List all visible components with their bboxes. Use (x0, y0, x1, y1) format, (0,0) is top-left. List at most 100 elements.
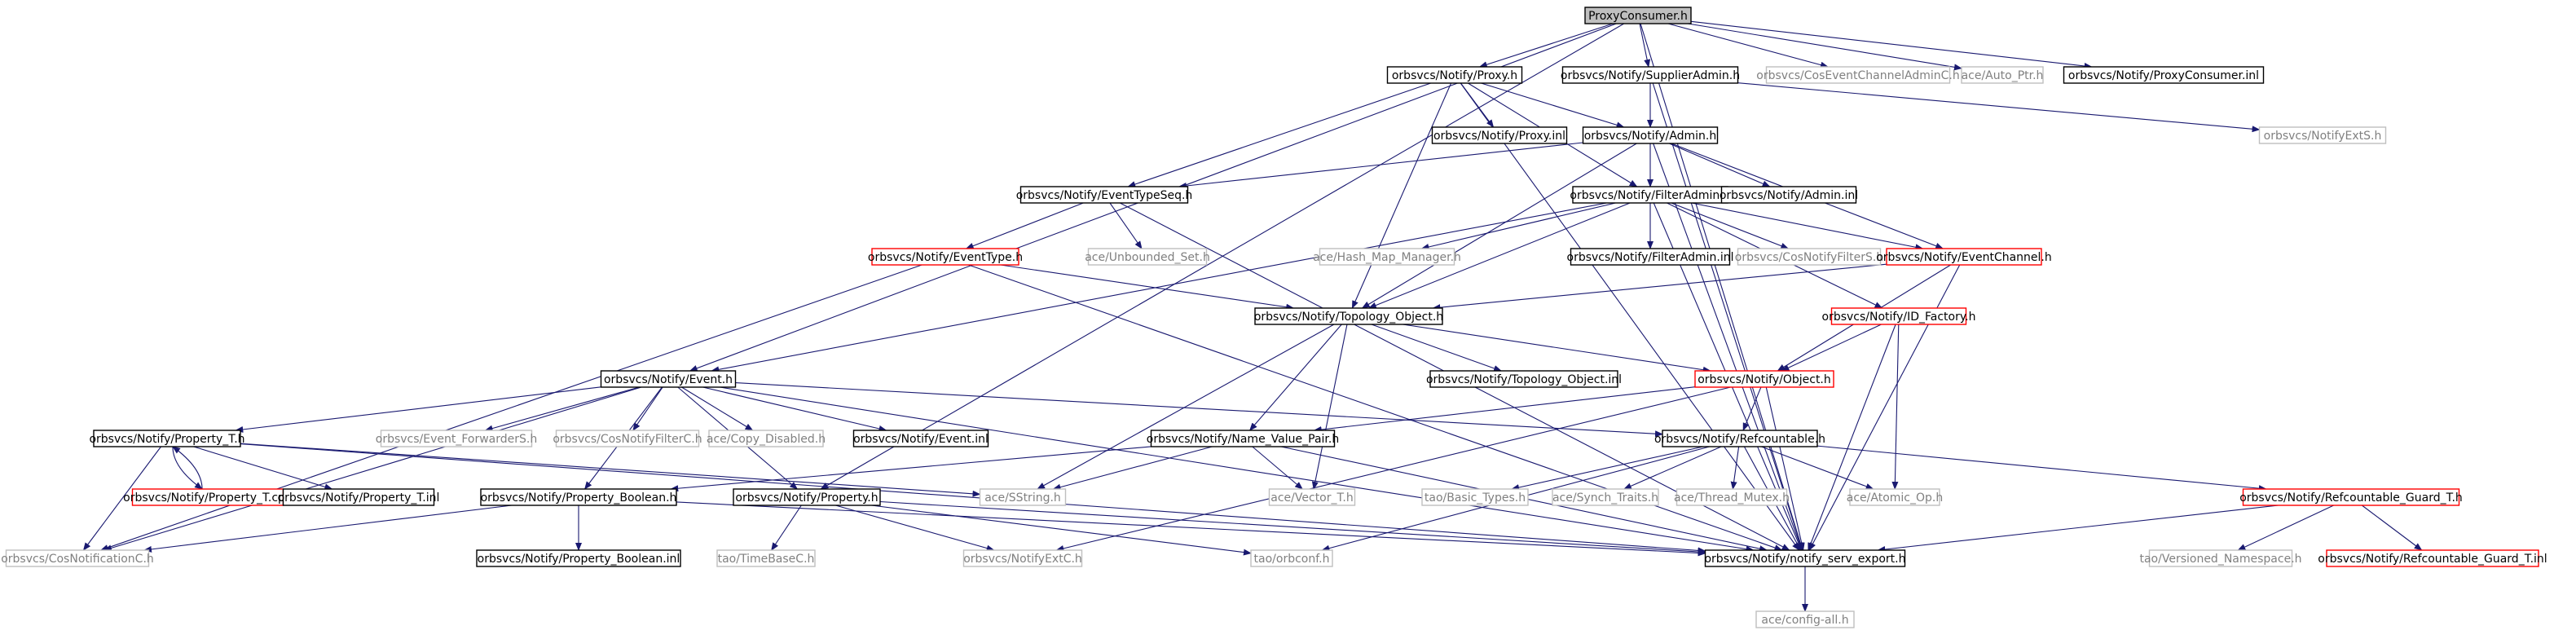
node-box (1150, 430, 1336, 447)
node-box (1570, 248, 1731, 266)
node-eventchannel[interactable]: orbsvcs/Notify/EventChannel.h (1876, 248, 2052, 266)
edge-propertyt-to-cosnotificationc (82, 446, 161, 551)
node-topologyobjectinl[interactable]: orbsvcs/Notify/Topology_Object.inl (1426, 370, 1622, 388)
node-box (2258, 126, 2387, 144)
node-admin[interactable]: orbsvcs/Notify/Admin.h (1582, 126, 1719, 144)
node-hashmapmanager[interactable]: ace/Hash_Map_Manager.h (1313, 248, 1461, 266)
node-sstring[interactable]: ace/SString.h (979, 488, 1067, 506)
node-label: orbsvcs/Notify/EventTypeSeq.h (1016, 189, 1193, 202)
node-refcountableguardtinl[interactable]: orbsvcs/Notify/Refcountable_Guard_T.inl (2318, 549, 2547, 567)
node-box (2242, 488, 2460, 506)
edge-property-to-notifyextc (835, 505, 995, 552)
node-box (380, 430, 533, 447)
node-namevaluepair[interactable]: orbsvcs/Notify/Name_Value_Pair.h (1147, 430, 1339, 447)
node-box (555, 430, 700, 447)
node-label: orbsvcs/NotifyExtS.h (2264, 130, 2382, 143)
node-label: orbsvcs/Notify/Refcountable_Guard_T.inl (2318, 553, 2547, 566)
node-box (1662, 430, 1818, 447)
node-basictypes[interactable]: tao/Basic_Types.h (1421, 488, 1529, 506)
node-vectort[interactable]: ace/Vector_T.h (1268, 488, 1356, 506)
node-root[interactable]: ProxyConsumer.h (1584, 7, 1692, 24)
node-filteradmin[interactable]: orbsvcs/Notify/FilterAdmin.h (1570, 186, 1731, 204)
node-notifyexts[interactable]: orbsvcs/NotifyExtS.h (2258, 126, 2387, 144)
node-box (480, 488, 677, 506)
edge-object-to-refcountable (1742, 386, 1762, 431)
node-label: ace/config-all.h (1761, 614, 1848, 627)
node-filteradmininl[interactable]: orbsvcs/Notify/FilterAdmin.inl (1567, 248, 1734, 266)
node-synchtraits[interactable]: ace/Synch_Traits.h (1552, 488, 1659, 506)
node-admininl[interactable]: orbsvcs/Notify/Admin.inl (1720, 186, 1858, 204)
node-propertyboolean[interactable]: orbsvcs/Notify/Property_Boolean.h (480, 488, 677, 506)
node-notifyextc[interactable]: orbsvcs/NotifyExtC.h (962, 549, 1083, 567)
node-cosnotificationc[interactable]: orbsvcs/CosNotificationC.h (1, 549, 154, 567)
node-notifyservexport[interactable]: orbsvcs/Notify/notify_serv_export.h (1704, 549, 1906, 567)
edge-propertyt-to-notifyservexport (240, 443, 1706, 554)
node-box (1765, 66, 1951, 84)
node-versionednamespace[interactable]: tao/Versioned_Namespace.h (2139, 549, 2302, 567)
node-proxyinl[interactable]: orbsvcs/Notify/Proxy.inl (1431, 126, 1568, 144)
node-event[interactable]: orbsvcs/Notify/Event.h (600, 370, 737, 388)
node-autoptr[interactable]: ace/Auto_Ptr.h (1961, 66, 2044, 84)
node-refcountable[interactable]: orbsvcs/Notify/Refcountable.h (1654, 430, 1825, 447)
node-coseventchanneladminc[interactable]: orbsvcs/CosEventChannelAdminC.h (1756, 66, 1960, 84)
node-cosnotifyfilterc[interactable]: orbsvcs/CosNotifyFilterC.h (553, 430, 702, 447)
node-refcountableguardt[interactable]: orbsvcs/Notify/Refcountable_Guard_T.h (2239, 488, 2463, 506)
node-eventtype[interactable]: orbsvcs/Notify/EventType.h (868, 248, 1023, 266)
node-box (1421, 488, 1529, 506)
edge-refcountable-to-basictypes (1511, 446, 1703, 491)
node-propertyt[interactable]: orbsvcs/Notify/Property_T.h (89, 430, 245, 447)
node-threadmutex[interactable]: ace/Thread_Mutex.h (1674, 488, 1790, 506)
edge-propertyt-to-propertytcpp (172, 446, 203, 490)
node-eventforwarders[interactable]: orbsvcs/Event_ForwarderS.h (376, 430, 537, 447)
node-label: ace/Atomic_Op.h (1847, 491, 1943, 505)
edge-refcountable-to-refcountableguardt (1816, 445, 2267, 492)
node-idfactory[interactable]: orbsvcs/Notify/ID_Factory.h (1822, 307, 1976, 325)
edge-refcountable-to-atomicop (1761, 446, 1874, 490)
node-configall[interactable]: ace/config-all.h (1755, 610, 1855, 628)
node-topologyobject[interactable]: orbsvcs/Notify/Topology_Object.h (1254, 307, 1443, 325)
node-label: orbsvcs/Notify/Admin.inl (1720, 189, 1858, 202)
edge-supplieradmin-to-notifyexts (1737, 82, 2261, 133)
node-box (600, 370, 737, 388)
node-cosnotifyfilters[interactable]: orbsvcs/CosNotifyFilterS.h (1735, 248, 1883, 266)
node-object[interactable]: orbsvcs/Notify/Object.h (1694, 370, 1834, 388)
node-orbconf[interactable]: tao/orbconf.h (1250, 549, 1333, 567)
node-propertybooleaninl[interactable]: orbsvcs/Notify/Property_Boolean.inl (476, 549, 681, 567)
node-copydisabled[interactable]: ace/Copy_Disabled.h (707, 430, 826, 447)
edge-event-to-copydisabled (681, 386, 754, 431)
node-label: orbsvcs/CosNotificationC.h (1, 553, 154, 566)
node-proxyconsumerinl[interactable]: orbsvcs/Notify/ProxyConsumer.inl (2063, 66, 2265, 84)
node-label: ace/Unbounded_Set.h (1085, 251, 1210, 264)
node-supplieradmin[interactable]: orbsvcs/Notify/SupplierAdmin.h (1561, 66, 1740, 84)
edge-root-to-proxy (1478, 23, 1614, 68)
node-label: orbsvcs/Notify/Property_T.inl (278, 491, 440, 505)
node-eventinl[interactable]: orbsvcs/Notify/Event.inl (852, 430, 989, 447)
edge-root-to-autoptr (1688, 23, 1962, 71)
edge-object-to-notifyextc (1055, 386, 1731, 552)
node-propertytinl[interactable]: orbsvcs/Notify/Property_T.inl (278, 488, 440, 506)
node-box (979, 488, 1067, 506)
node-box (1886, 248, 2042, 266)
node-label: orbsvcs/Notify/EventType.h (868, 251, 1023, 264)
node-box (716, 549, 816, 567)
node-label: orbsvcs/Notify/Refcountable_Guard_T.h (2239, 491, 2463, 505)
node-label: orbsvcs/Notify/Topology_Object.h (1254, 311, 1443, 324)
node-property[interactable]: orbsvcs/Notify/Property.h (733, 488, 881, 506)
node-label: orbsvcs/Notify/Property_T.h (89, 433, 244, 446)
node-box (1961, 66, 2044, 84)
node-atomicop[interactable]: ace/Atomic_Op.h (1847, 488, 1943, 506)
edge-propertyt-to-propertytinl (193, 446, 333, 491)
node-box (1694, 370, 1834, 388)
node-eventtypeseq[interactable]: orbsvcs/Notify/EventTypeSeq.h (1016, 186, 1193, 204)
node-propertytcpp[interactable]: orbsvcs/Notify/Property_T.cpp (123, 488, 293, 506)
node-box (733, 488, 881, 506)
node-unboundedset[interactable]: ace/Unbounded_Set.h (1085, 248, 1210, 266)
node-box (1429, 370, 1618, 388)
node-label: ace/Synch_Traits.h (1552, 491, 1658, 505)
node-proxy[interactable]: orbsvcs/Notify/Proxy.h (1386, 66, 1523, 84)
node-box (1849, 488, 1940, 506)
edge-refcountable-to-threadmutex (1730, 446, 1740, 490)
node-label: ProxyConsumer.h (1588, 10, 1688, 23)
edge-filteradmin-to-eventchannel (1691, 202, 1924, 251)
node-timebasec[interactable]: tao/TimeBaseC.h (716, 549, 816, 567)
